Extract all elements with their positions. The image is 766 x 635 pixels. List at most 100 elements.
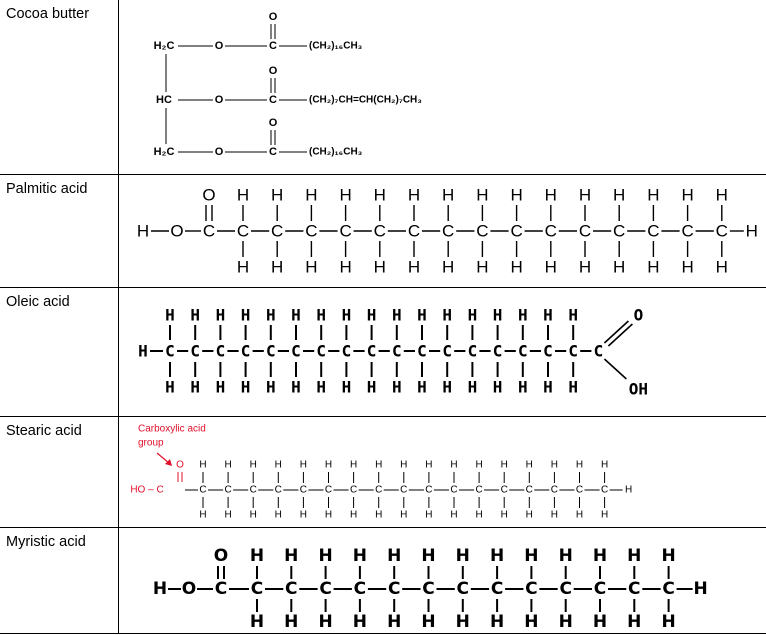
carboxyl-head-label: HO – C [130,484,163,495]
atom-label: H [250,612,264,632]
atom-label: H [241,305,251,324]
atom-label: C [417,341,427,360]
atom-label: H [613,185,625,204]
atom-label: H [387,612,401,632]
atom-label: H [627,612,641,632]
atom-label: H [342,377,352,396]
atom-label: H [468,305,478,324]
atom-label: O [215,40,224,52]
atom-label: C [568,341,578,360]
atom-label: H [353,612,367,632]
atom-label: H [601,509,608,520]
atom-label: H [543,377,553,396]
atom-label: C [316,341,326,360]
atom-label: C [374,221,386,240]
atom-label: C [576,484,583,495]
atom-label: C [237,221,249,240]
atom-label: H [138,341,148,360]
atom-label: C [442,341,452,360]
atom-label: H [291,377,301,396]
row-label: Cocoa butter [0,0,119,175]
atom-label: H [275,459,282,470]
atom-label: C [215,579,227,599]
atom-label: H [613,257,625,276]
atom-label: C [493,341,503,360]
atom-label: C [613,221,625,240]
atom-label: C [716,221,728,240]
atom-label: H [475,509,482,520]
atom-label: H [524,612,538,632]
atom-label: H [250,546,264,566]
atom-label: C [681,221,693,240]
atom-label: H [456,546,470,566]
atom-label: H [593,546,607,566]
atom-label: H [576,459,583,470]
atom-label: H [339,257,351,276]
atom-label: H [325,509,332,520]
atom-label: H [476,185,488,204]
atom-label: H [199,509,206,520]
atom-label: H [241,377,251,396]
atom-label: H [400,509,407,520]
atom-label: H [392,377,402,396]
atom-label: H [153,579,167,599]
atom-label: H [353,546,367,566]
atom-label: C [475,484,482,495]
row-label: Myristic acid [0,526,119,634]
fatty-chain-label: (CH₂)₁₆CH₃ [309,147,363,158]
atom-label: H [374,185,386,204]
atom-label: C [491,579,503,599]
atom-label: C [545,221,557,240]
atom-label: C [319,579,331,599]
atom-label: H [442,257,454,276]
atom-label: H [237,185,249,204]
atom-label: O [182,579,196,599]
atom-label: H [408,185,420,204]
atom-label: O [215,146,224,158]
atom-label: H [305,257,317,276]
atom-label: H [647,185,659,204]
atom-label: H [250,509,257,520]
atom-label: H [316,377,326,396]
atom-label: H [510,185,522,204]
atom-label: H [271,257,283,276]
atom-label: H [576,509,583,520]
atom-label: H [425,459,432,470]
atom-label: C [350,484,357,495]
atom-label: H [266,377,276,396]
atom-label: H [579,185,591,204]
atom-label: H [300,509,307,520]
atom-label: H [551,509,558,520]
atom-label: H [224,509,231,520]
atom-label: H [601,459,608,470]
atom-label: C [300,484,307,495]
atom-label: H [693,579,707,599]
atom-label: C [647,221,659,240]
atom-label: H [559,546,573,566]
atom-label: C [291,341,301,360]
atom-label: H [543,305,553,324]
atom-label: O [214,546,228,566]
atom-label: H [661,612,675,632]
atom-label: H [339,185,351,204]
double-bond-line [603,319,629,344]
atom-label: O [176,459,184,470]
atom-label: H [137,221,149,240]
atom-label: H [325,459,332,470]
atom-label: C [339,221,351,240]
atom-label: H [400,459,407,470]
atom-label: H [190,377,200,396]
backbone-label: H₂C [154,40,175,52]
atom-label: H [716,257,728,276]
atom-label: H [367,377,377,396]
atom-label: H [224,459,231,470]
atom-label: H [165,305,175,324]
atom-label: C [510,221,522,240]
atom-label: H [300,459,307,470]
